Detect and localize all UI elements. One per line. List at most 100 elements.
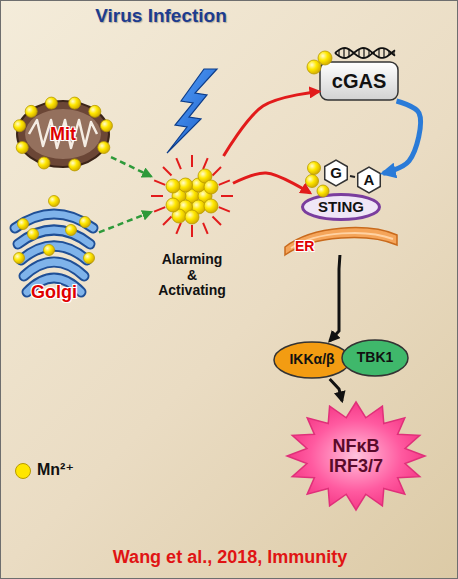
manganese-ion bbox=[45, 97, 57, 109]
manganese-ion bbox=[100, 120, 112, 132]
signal-arrow bbox=[99, 212, 151, 232]
node-label: cGAS bbox=[332, 70, 386, 92]
figure-title: Virus Infection bbox=[51, 5, 271, 27]
manganese-ion bbox=[66, 225, 77, 236]
manganese-ion bbox=[307, 60, 321, 74]
manganese-ion bbox=[69, 97, 81, 109]
manganese-ion bbox=[89, 105, 101, 117]
signal-arrow bbox=[350, 176, 355, 177]
signal-arrow bbox=[111, 157, 151, 176]
signal-arrow bbox=[224, 91, 319, 156]
line-part bbox=[221, 195, 233, 197]
hex-node: A bbox=[355, 166, 383, 194]
line-part bbox=[191, 155, 193, 167]
ellipse-part bbox=[274, 342, 350, 378]
line-part bbox=[154, 207, 165, 212]
manganese-ion bbox=[44, 245, 55, 256]
line-part bbox=[213, 167, 221, 175]
dna-rung bbox=[373, 52, 374, 54]
line-part bbox=[219, 180, 230, 185]
node-label: NFκB IRF3/7 bbox=[323, 436, 389, 476]
cluster-node: Alarming & Activating bbox=[151, 156, 233, 236]
manganese-ion bbox=[28, 229, 39, 240]
line-part bbox=[176, 158, 181, 169]
signal-arrow bbox=[383, 101, 421, 173]
citation-caption: Wang et al., 2018, Immunity bbox=[1, 547, 458, 568]
node-label: Golgi bbox=[31, 282, 77, 304]
dna-rung bbox=[388, 51, 389, 55]
line-part bbox=[154, 180, 165, 185]
ellipse-node: IKKα/β bbox=[273, 341, 351, 379]
cgas-node: cGAS bbox=[319, 61, 399, 101]
ellipse-part bbox=[25, 109, 101, 159]
node-label: TBK1 bbox=[357, 350, 394, 366]
dna-rung bbox=[368, 50, 369, 56]
signal-arrow bbox=[330, 255, 340, 341]
manganese-ion bbox=[14, 253, 25, 264]
dna-rung bbox=[353, 52, 354, 53]
manganese-ion bbox=[166, 198, 180, 212]
manganese-ion bbox=[16, 142, 28, 154]
line-part bbox=[191, 225, 193, 237]
manganese-ions bbox=[306, 51, 333, 197]
node-label: STING bbox=[318, 199, 364, 216]
manganese-ion bbox=[317, 185, 329, 197]
ellipse-part bbox=[303, 195, 380, 220]
manganese-ion bbox=[318, 51, 332, 65]
rect-part bbox=[320, 62, 398, 100]
sting-node: STING bbox=[301, 193, 381, 221]
star-node: NFκB IRF3/7 bbox=[286, 401, 426, 511]
line-part bbox=[163, 217, 171, 225]
manganese-ion bbox=[204, 180, 218, 194]
dna-rung bbox=[383, 48, 384, 58]
manganese-ion bbox=[84, 253, 95, 264]
dna-rung bbox=[338, 50, 339, 56]
manganese-ion bbox=[38, 157, 50, 169]
mit-node: Mit bbox=[15, 98, 111, 170]
manganese-ion bbox=[69, 159, 81, 171]
dna-strand bbox=[335, 48, 395, 58]
manganese-ion bbox=[166, 179, 180, 193]
polygon-part bbox=[325, 160, 348, 186]
ellipse-part bbox=[17, 101, 109, 167]
lightning-bolt bbox=[167, 69, 217, 153]
node-label: ER bbox=[283, 239, 314, 255]
node-label: G bbox=[330, 165, 342, 182]
signal-arrow bbox=[330, 379, 342, 401]
manganese-ion bbox=[306, 175, 319, 188]
dna-rung bbox=[378, 49, 379, 58]
dna-rung bbox=[343, 48, 344, 58]
node-label: A bbox=[364, 172, 375, 189]
dna-strand bbox=[335, 48, 395, 58]
path-part bbox=[29, 120, 97, 148]
manganese-ion bbox=[179, 178, 193, 192]
hex-node: G bbox=[322, 159, 350, 187]
legend-swatch bbox=[15, 463, 31, 479]
manganese-ion bbox=[98, 142, 110, 154]
manganese-ion bbox=[14, 120, 26, 132]
polygon-part bbox=[358, 167, 381, 193]
line-part bbox=[163, 167, 171, 175]
manganese-ion bbox=[18, 219, 29, 230]
line-part bbox=[176, 223, 181, 234]
cluster-outline bbox=[151, 156, 233, 236]
dna-rung bbox=[358, 49, 359, 57]
manganese-ion bbox=[308, 162, 321, 175]
line-part bbox=[213, 217, 221, 225]
dna-rung bbox=[393, 51, 394, 55]
dna-rung bbox=[363, 48, 364, 58]
manganese-ion bbox=[80, 217, 91, 228]
polygon-part bbox=[287, 402, 425, 510]
dna-rung bbox=[348, 49, 349, 56]
line-part bbox=[203, 223, 208, 234]
node-label: IKKα/β bbox=[289, 352, 334, 368]
manganese-ion bbox=[49, 196, 60, 207]
node-label: Mit bbox=[50, 124, 76, 144]
manganese-ion bbox=[185, 210, 199, 224]
line-part bbox=[219, 207, 230, 212]
golgi-node: Golgi bbox=[9, 196, 99, 304]
manganese-ion bbox=[25, 105, 37, 117]
legend-label: Mn²⁺ bbox=[37, 460, 74, 479]
